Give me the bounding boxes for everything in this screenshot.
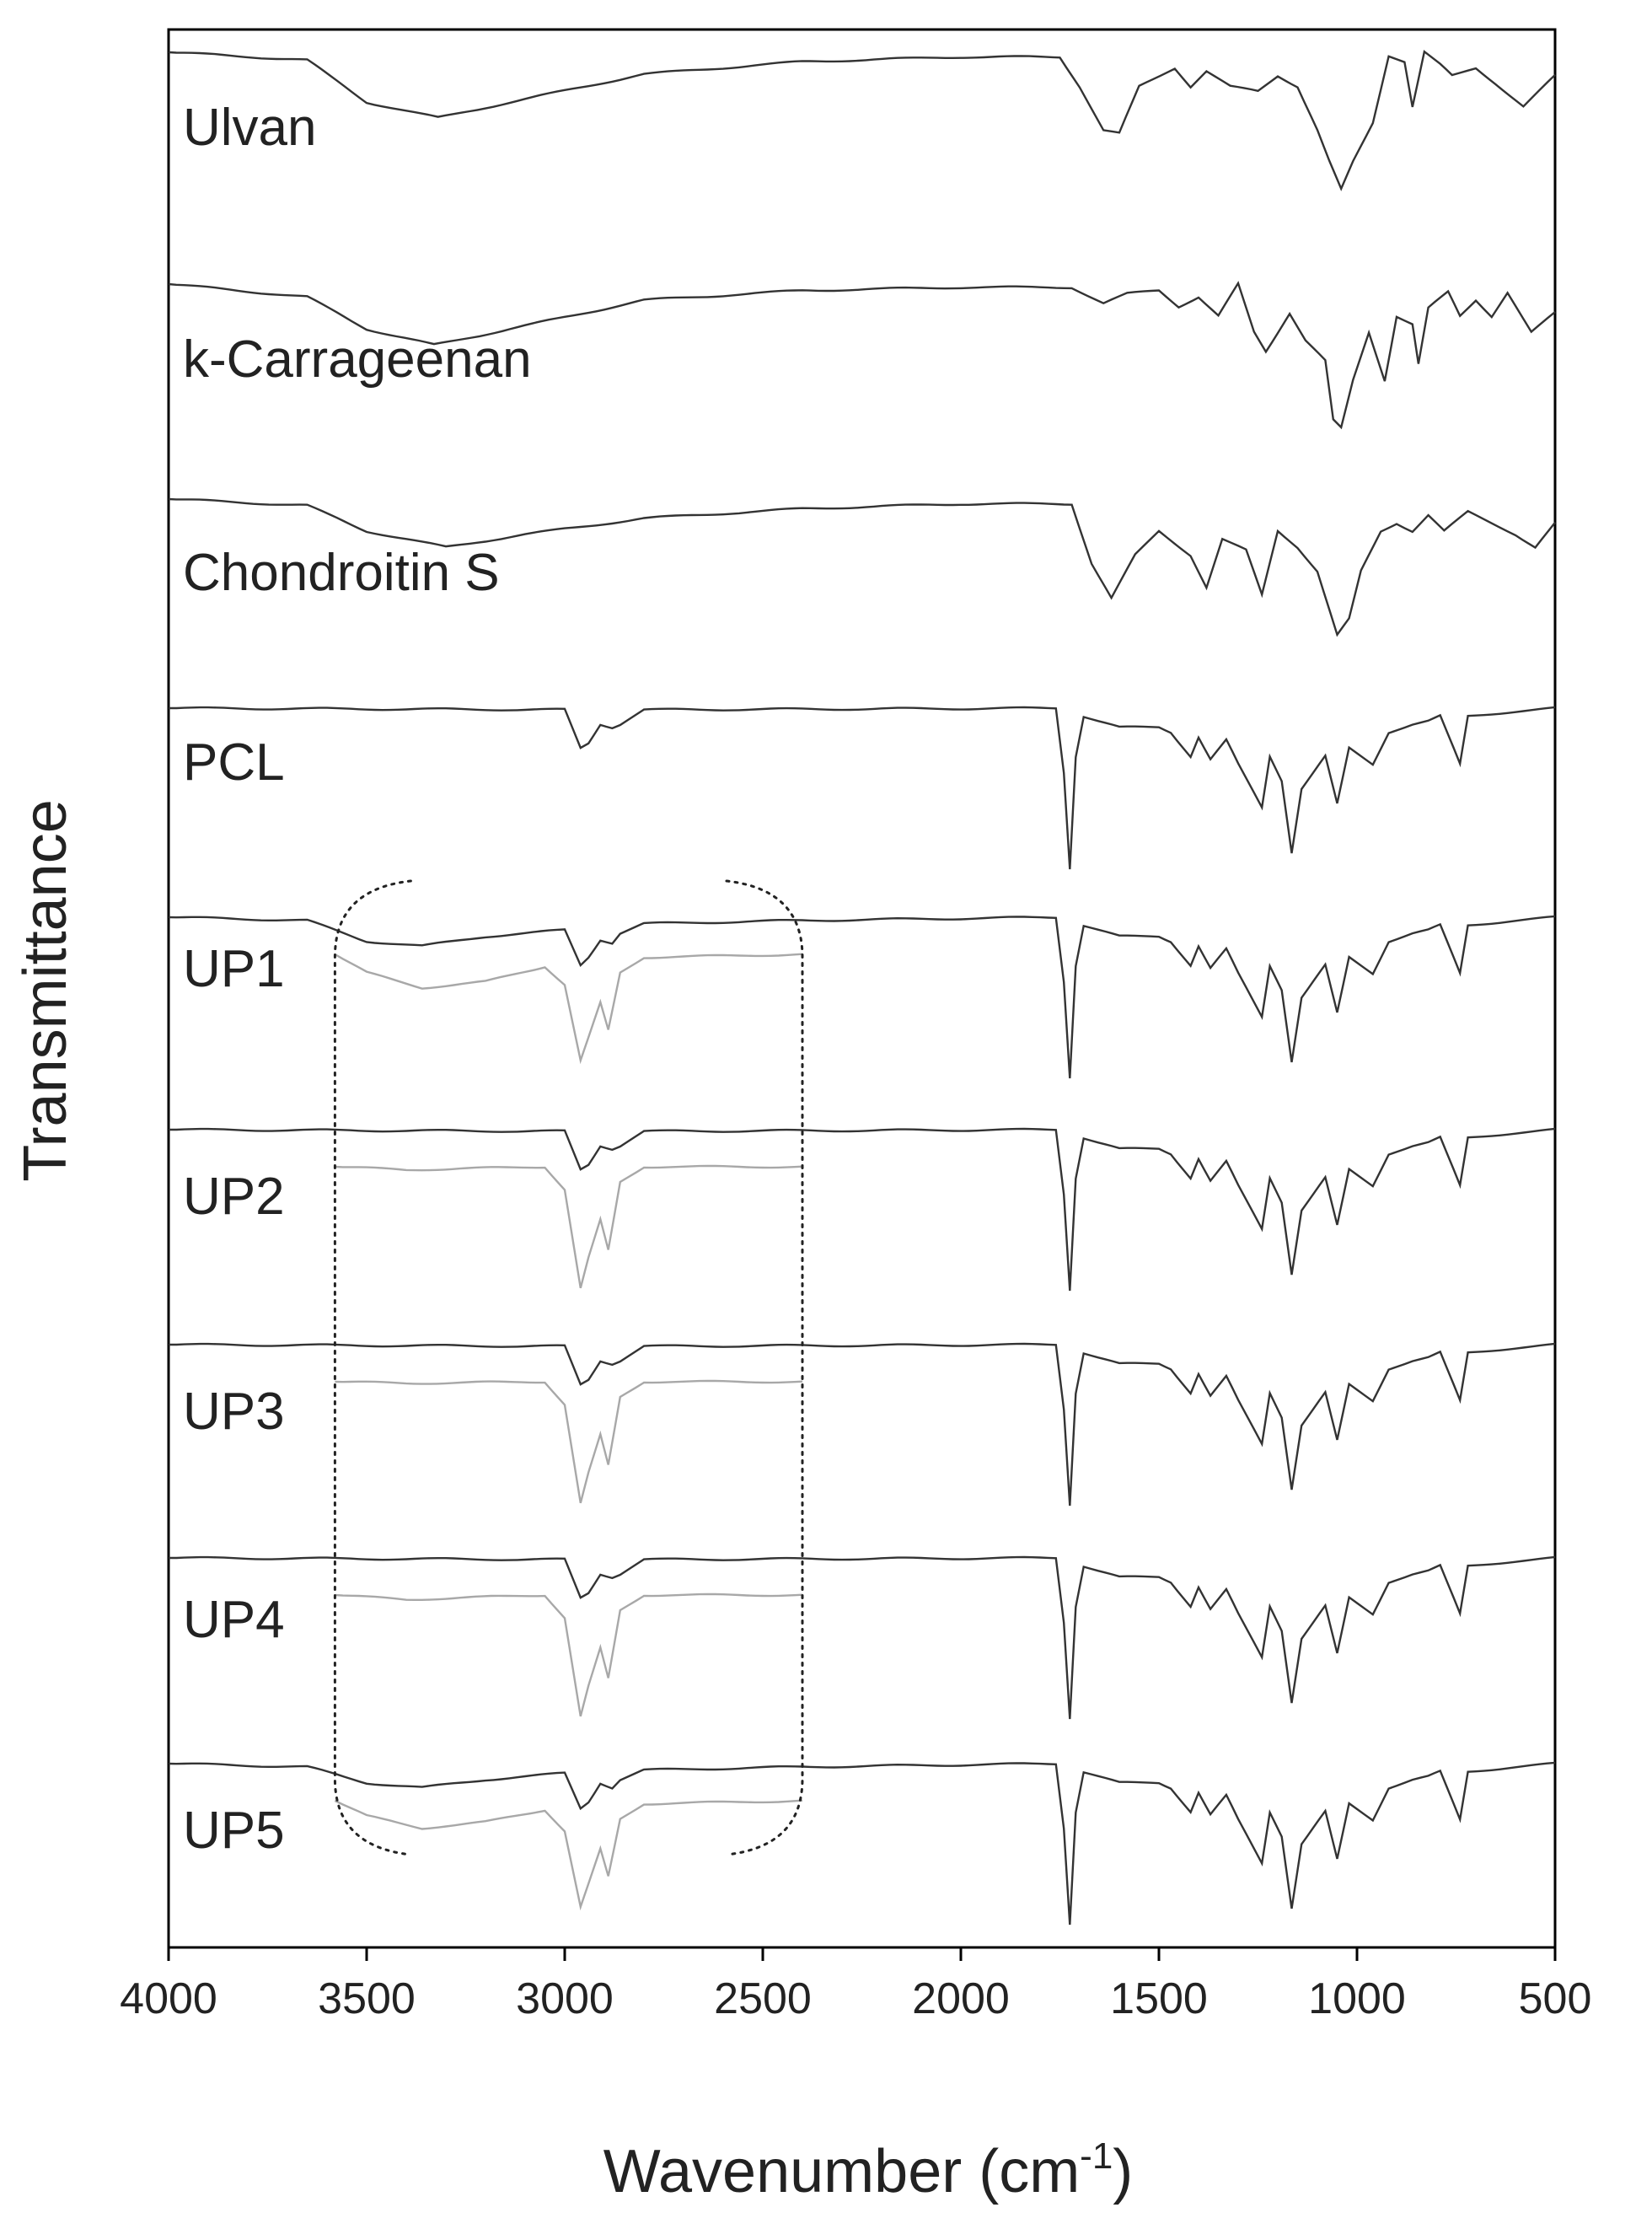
x-tick-label: 3500 (318, 1974, 416, 2023)
x-axis-ticks: 4000 3500 3000 2500 2000 1500 1000 500 (120, 1947, 1591, 2023)
series-label-up2: UP2 (183, 1168, 285, 1226)
x-tick-label: 4000 (120, 1974, 217, 2023)
x-tick-label: 2000 (912, 1974, 1010, 2023)
inset-line-up1 (334, 953, 803, 1065)
series-label-pcl: PCL (183, 733, 285, 792)
series-label-k-carrageenan: k-Carrageenan (183, 330, 532, 389)
series-line-up4 (169, 1555, 1556, 1720)
x-axis-label-close: ) (1113, 2138, 1133, 2205)
inset-line-up2 (335, 1164, 803, 1289)
series-label-up4: UP4 (183, 1591, 285, 1649)
inset-line-up3 (335, 1379, 803, 1504)
series-line-chondroitin-s (168, 497, 1556, 637)
x-axis-label-text: Wavenumber (cm (603, 2138, 1080, 2205)
plot-frame (167, 28, 1557, 1949)
y-axis-label: Transmittance (12, 799, 79, 1181)
inset-line-up5 (334, 1799, 803, 1911)
series-line-k-carrageenan (168, 281, 1556, 430)
x-axis-label-superscript: -1 (1080, 2135, 1113, 2177)
series-label-chondroitin-s: Chondroitin S (183, 544, 500, 602)
x-axis-label: Wavenumber (cm-1) (603, 2135, 1134, 2205)
series-line-up3 (169, 1342, 1556, 1507)
series-line-up5 (168, 1761, 1556, 1926)
x-tick-label: 500 (1519, 1974, 1592, 2023)
series-line-pcl (169, 706, 1556, 870)
x-tick-label: 1000 (1308, 1974, 1406, 2023)
highlight-bracket-right (725, 879, 804, 1856)
series-label-up1: UP1 (183, 940, 285, 998)
series-layer (168, 50, 1556, 1926)
series-label-ulvan: Ulvan (183, 99, 317, 157)
series-line-up2 (169, 1127, 1556, 1292)
x-tick-label: 1500 (1110, 1974, 1208, 2023)
x-tick-label: 2500 (714, 1974, 812, 2023)
inset-line-up4 (335, 1593, 803, 1717)
highlight-bracket-left (333, 879, 412, 1856)
series-line-up1 (168, 915, 1556, 1079)
series-label-up3: UP3 (183, 1383, 285, 1441)
series-line-ulvan (168, 50, 1556, 191)
x-tick-label: 3000 (516, 1974, 614, 2023)
series-label-up5: UP5 (183, 1802, 285, 1860)
highlight-region (333, 879, 804, 1856)
